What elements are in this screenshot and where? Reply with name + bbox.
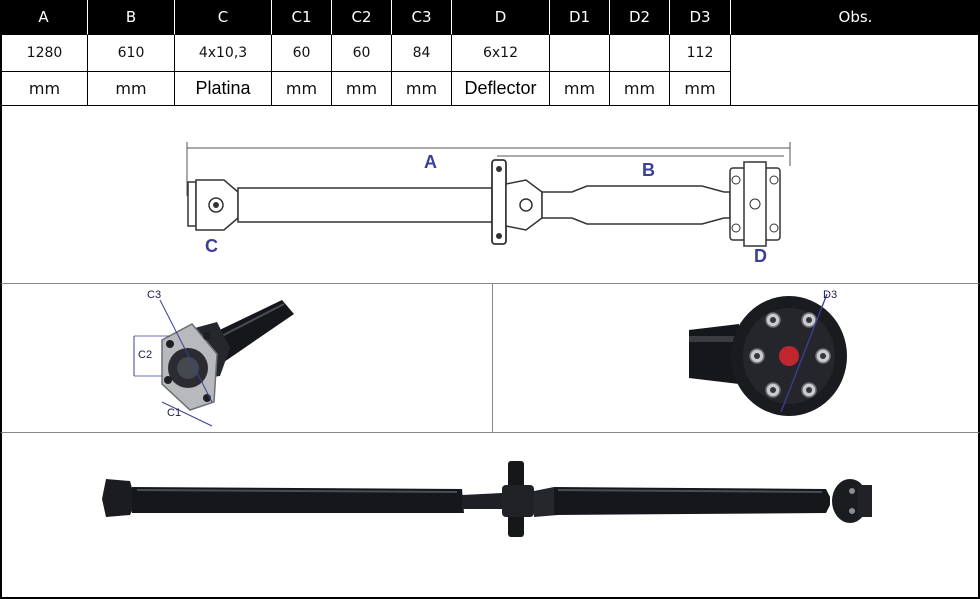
flange-detail-illustration: C3 C2 C1 (133, 289, 294, 427)
obs-notes-cell (731, 35, 980, 106)
value-d: 6x12 (452, 35, 550, 72)
dimension-label-a: A (424, 152, 437, 172)
value-b: 610 (88, 35, 175, 72)
unit-c2: mm (332, 72, 392, 106)
value-a: 1280 (0, 35, 88, 72)
value-d1 (550, 35, 610, 72)
full-shaft-photo-panel (0, 433, 980, 599)
value-d2 (610, 35, 670, 72)
dimension-label-b: B (642, 160, 655, 180)
unit-a: mm (0, 72, 88, 106)
header-b: B (88, 0, 175, 35)
dimension-label-c3: C3 (147, 289, 161, 301)
dimension-label-c: C (205, 236, 218, 256)
spec-table: A B C C1 C2 C3 D D1 D2 D3 Obs. 1280 610 … (0, 0, 980, 106)
unit-c: Platina (175, 72, 272, 106)
dimension-label-d3: D3 (823, 289, 837, 301)
dimension-label-c1: C1 (167, 407, 181, 419)
unit-d2: mm (610, 72, 670, 106)
value-c: 4x10,3 (175, 35, 272, 72)
header-obs: Obs. (731, 0, 980, 35)
header-d1: D1 (550, 0, 610, 35)
flange-detail-panel: C3 C2 C1 (0, 284, 493, 433)
header-d2: D2 (610, 0, 670, 35)
full-shaft-illustration (102, 461, 872, 537)
header-a: A (0, 0, 88, 35)
unit-d1: mm (550, 72, 610, 106)
unit-d: Deflector (452, 72, 550, 106)
header-c2: C2 (332, 0, 392, 35)
unit-c3: mm (392, 72, 452, 106)
value-c2: 60 (332, 35, 392, 72)
flex-disc-detail-illustration: D3 (689, 289, 847, 416)
value-c1: 60 (272, 35, 332, 72)
unit-b: mm (88, 72, 175, 106)
dimension-label-d: D (754, 246, 767, 266)
unit-d3: mm (670, 72, 731, 106)
flex-disc-detail-panel: D3 (493, 284, 980, 433)
header-c: C (175, 0, 272, 35)
unit-c1: mm (272, 72, 332, 106)
header-d3: D3 (670, 0, 731, 35)
shaft-line-drawing: A B C D (186, 142, 791, 266)
shaft-line-drawing-panel: A B C D (0, 106, 980, 284)
header-d: D (452, 0, 550, 35)
value-c3: 84 (392, 35, 452, 72)
header-c1: C1 (272, 0, 332, 35)
value-d3: 112 (670, 35, 731, 72)
header-c3: C3 (392, 0, 452, 35)
dimension-label-c2: C2 (138, 349, 152, 361)
